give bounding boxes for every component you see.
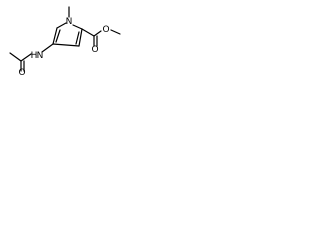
ester-carbonyl-oxygen-label: O — [91, 45, 98, 55]
ring-ester-bond — [81, 28, 95, 37]
ester-methyl-bond — [110, 29, 121, 35]
ester-single-oxygen-label: O — [102, 25, 109, 35]
ring-bond-c4-c3 — [52, 43, 80, 47]
amide-nitrogen-label: N — [37, 51, 44, 61]
methyl-acetyl-bond — [9, 52, 22, 62]
ring-nitrogen-label: N — [66, 17, 73, 27]
structure-diagram: O H N N O O — [0, 0, 123, 76]
ring-bond-c3-c2 — [52, 27, 58, 45]
acetyl-nh-bond — [20, 53, 32, 62]
ring-bond-c2-n1 — [56, 22, 67, 29]
ring-bond-c5-c4 — [78, 28, 83, 47]
ring-bond-n1-c5 — [72, 24, 83, 30]
nh-ring-bond — [41, 43, 54, 53]
ring-bond-c3-c2-double — [55, 29, 61, 43]
ester-o-bond — [93, 30, 102, 37]
amide-hydrogen-label: H — [31, 51, 38, 61]
molecule-drawing: O H N N O O — [9, 6, 121, 76]
acetyl-oxygen-label: O — [18, 68, 25, 76]
ring-bond-c5-c4-double — [75, 31, 80, 45]
